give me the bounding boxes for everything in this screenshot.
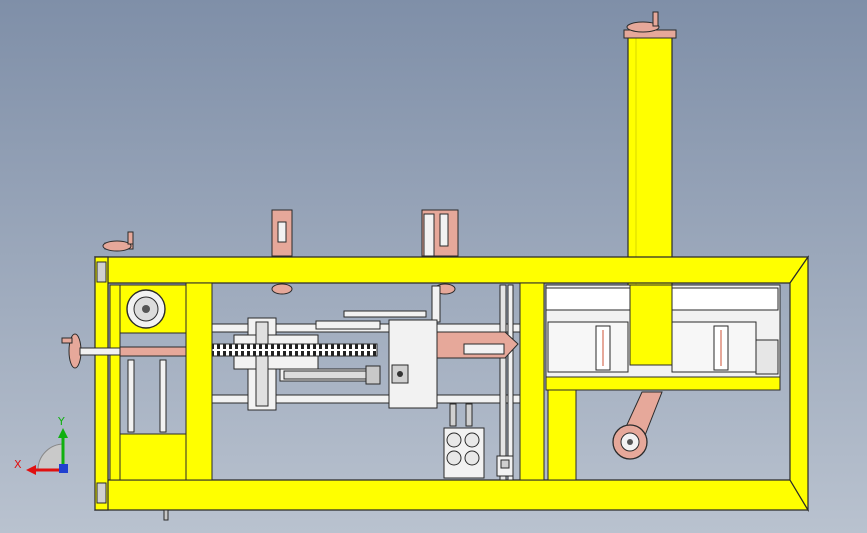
lead-screw-shaft <box>119 346 187 433</box>
coordinate-triad: Y X <box>14 415 68 475</box>
x-axis-label: X <box>14 458 22 471</box>
y-axis-label: Y <box>57 415 65 428</box>
pneumatic-valves <box>443 403 485 479</box>
tension-pulley <box>612 424 648 460</box>
top-bracket-right <box>421 209 459 295</box>
left-handwheel <box>102 231 134 252</box>
right-cabinet <box>545 284 781 378</box>
top-bracket-left <box>271 209 293 295</box>
sprocket-wheel <box>126 289 166 329</box>
main-carriage-block <box>388 319 438 409</box>
main-frame <box>94 255 810 521</box>
guide-arm <box>436 331 519 359</box>
tower-inner-column <box>629 284 673 366</box>
sensor-module <box>496 455 514 477</box>
drive-chain <box>211 343 378 357</box>
air-cylinder <box>279 365 381 385</box>
slide-carriage-left <box>233 317 319 411</box>
